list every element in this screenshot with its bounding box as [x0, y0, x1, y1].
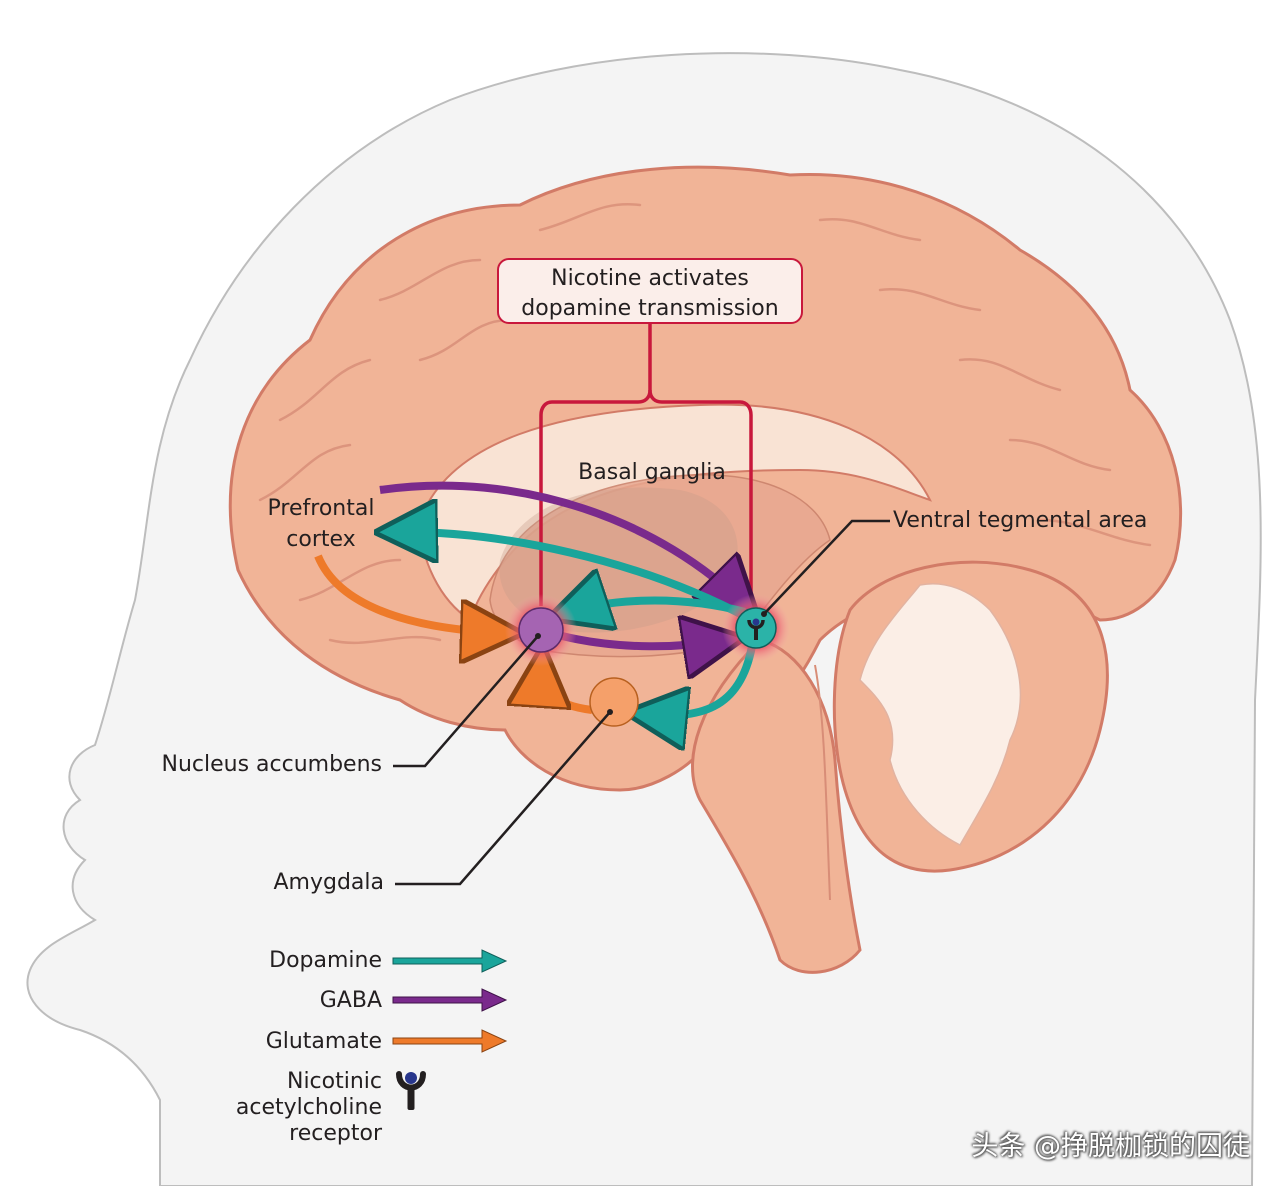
legend-dopamine-arrow — [392, 949, 508, 973]
prefrontal-label-line-1: Prefrontal — [267, 496, 375, 521]
vta-label: Ventral tegmental area — [893, 508, 1148, 533]
nucleus-accumbens-label: Nucleus accumbens — [161, 752, 383, 777]
pathways — [314, 481, 756, 716]
nicotine-callout: Nicotine activates dopamine transmission — [497, 258, 803, 324]
receptor-icon-vta — [747, 618, 765, 640]
nucleus-accumbens-node — [518, 607, 564, 653]
glutamate-arrow-amygdala — [542, 660, 593, 714]
legend-receptor-icon — [396, 1071, 426, 1110]
glutamate-arrow-prefrontal — [314, 554, 508, 633]
arbor-vitae — [859, 583, 1022, 846]
legend-gaba-label: GABA — [319, 988, 382, 1013]
legend-arrows — [392, 949, 508, 1053]
legend-glutamate-arrow — [392, 1029, 508, 1053]
callout-line-2: dopamine transmission — [521, 296, 779, 321]
dopamine-arrow-amygdala — [640, 645, 756, 715]
corpus-callosum — [418, 403, 932, 622]
gaba-arrow-bottom — [561, 636, 730, 646]
amygdala-label: Amygdala — [273, 870, 384, 895]
dopamine-arrow-accumbens — [562, 601, 747, 614]
gaba-arrow-top — [379, 481, 748, 608]
callout-line-1: Nicotine activates — [551, 266, 749, 291]
gyri — [258, 202, 1152, 645]
dopamine-arrow-prefrontal — [390, 532, 750, 622]
legend-receptor-label-line-1: Nicotinic — [286, 1069, 382, 1094]
watermark: 头条 @挣脱枷锁的囚徒 — [971, 1131, 1250, 1162]
basal-ganglia-label: Basal ganglia — [578, 460, 726, 485]
legend-dopamine-label: Dopamine — [269, 948, 382, 973]
brainstem — [691, 638, 862, 974]
legend-receptor-label-line-2: acetylcholine — [235, 1095, 382, 1120]
legend-glutamate-label: Glutamate — [265, 1029, 382, 1054]
legend-receptor-label-line-3: receptor — [289, 1121, 382, 1146]
legend-gaba-arrow — [392, 988, 508, 1012]
callout-bracket — [539, 324, 753, 610]
leader-lines — [393, 519, 890, 886]
prefrontal-label-line-2: cortex — [286, 527, 356, 552]
amygdala-node — [589, 677, 639, 727]
